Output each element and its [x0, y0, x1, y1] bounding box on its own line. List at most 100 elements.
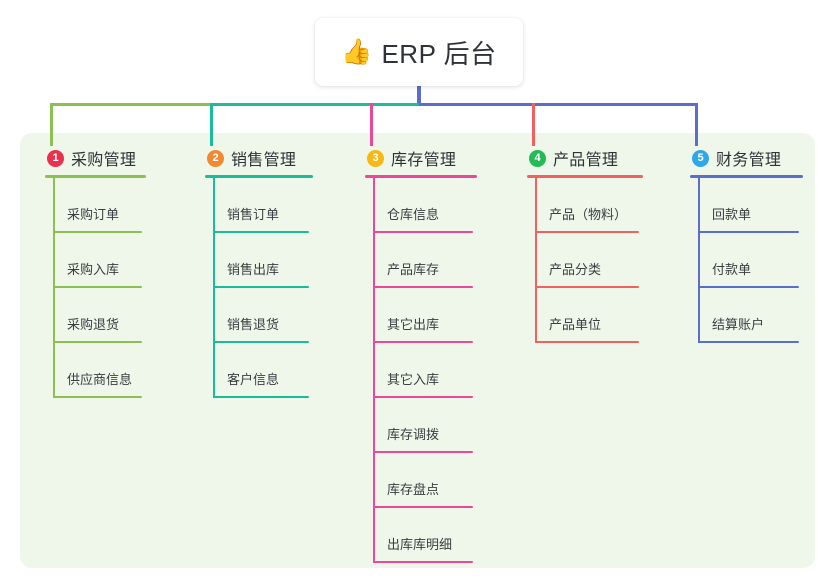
leaf-underline: [698, 286, 799, 288]
leaf-label: 库存盘点: [387, 482, 440, 497]
thumbs-up-icon: 👍: [341, 37, 373, 66]
leaf-node[interactable]: 采购退货: [53, 288, 146, 343]
root-drop-line: [417, 86, 421, 106]
branch-title: 产品管理: [553, 152, 619, 169]
branch-header-1[interactable]: 1 采购管理: [45, 146, 146, 170]
leaf-underline: [373, 396, 473, 398]
leaf-node[interactable]: 回款单: [698, 178, 803, 233]
root-node[interactable]: 👍 ERP 后台: [315, 18, 523, 86]
leaf-node[interactable]: 付款单: [698, 233, 803, 288]
leaf-node[interactable]: 库存调拨: [373, 398, 477, 453]
branch-number-badge: 3: [367, 149, 384, 167]
branch-number-badge: 5: [692, 149, 709, 167]
leaf-underline: [535, 286, 639, 288]
leaf-underline: [53, 396, 142, 398]
leaf-label: 产品（物料）: [549, 207, 628, 222]
leaf-underline: [373, 506, 473, 508]
branch-items: 回款单付款单结算账户: [698, 178, 803, 343]
leaf-node[interactable]: 销售出库: [213, 233, 313, 288]
leaf-underline: [373, 561, 473, 563]
leaf-node[interactable]: 产品分类: [535, 233, 643, 288]
leaf-underline: [373, 286, 473, 288]
branch-underline: [527, 175, 643, 178]
branch-number-badge: 1: [47, 149, 64, 167]
branch-stub-5: [695, 103, 698, 146]
branch-header-4[interactable]: 4 产品管理: [527, 146, 643, 170]
leaf-node[interactable]: 结算账户: [698, 288, 803, 343]
leaf-node[interactable]: 产品库存: [373, 233, 477, 288]
leaf-label: 结算账户: [712, 317, 765, 332]
leaf-underline: [373, 341, 473, 343]
leaf-label: 其它入库: [387, 372, 440, 387]
leaf-node[interactable]: 采购订单: [53, 178, 146, 233]
leaf-label: 销售出库: [227, 262, 280, 277]
leaf-node[interactable]: 采购入库: [53, 233, 146, 288]
leaf-underline: [535, 341, 639, 343]
connector-bar-segment-1: [50, 103, 212, 106]
leaf-label: 库存调拨: [387, 427, 440, 442]
leaf-node[interactable]: 库存盘点: [373, 453, 477, 508]
branch-column-3: 3 库存管理仓库信息产品库存其它出库其它入库库存调拨库存盘点出库库明细: [365, 146, 477, 563]
branch-items: 产品（物料） 产品分类产品单位: [535, 178, 643, 343]
leaf-underline: [213, 396, 309, 398]
branch-header-2[interactable]: 2 销售管理: [205, 146, 313, 170]
branch-spine: [53, 178, 55, 398]
leaf-node[interactable]: 其它入库: [373, 343, 477, 398]
leaf-label: 产品单位: [549, 317, 602, 332]
leaf-node[interactable]: 其它出库: [373, 288, 477, 343]
leaf-label: 销售订单: [227, 207, 280, 222]
leaf-underline: [373, 451, 473, 453]
leaf-label: 回款单: [712, 207, 752, 222]
branch-title: 销售管理: [231, 152, 297, 169]
branch-items: 销售订单销售出库销售退货客户信息: [213, 178, 313, 398]
branch-spine: [373, 178, 375, 563]
branch-spine: [213, 178, 215, 398]
leaf-label: 客户信息: [227, 372, 280, 387]
leaf-underline: [698, 341, 799, 343]
leaf-label: 出库库明细: [387, 537, 453, 552]
leaf-node[interactable]: 销售订单: [213, 178, 313, 233]
branch-column-2: 2 销售管理销售订单销售出库销售退货客户信息: [205, 146, 313, 398]
branch-stub-3: [370, 103, 373, 146]
branch-stub-1: [50, 103, 53, 146]
leaf-label: 产品分类: [549, 262, 602, 277]
root-title: ERP 后台: [381, 38, 497, 69]
leaf-label: 仓库信息: [387, 207, 440, 222]
branch-header-3[interactable]: 3 库存管理: [365, 146, 477, 170]
branch-stub-4: [532, 103, 535, 146]
leaf-label: 采购退货: [67, 317, 120, 332]
branch-stub-2: [210, 103, 213, 146]
branch-underline: [690, 175, 803, 178]
diagram-background-panel: [20, 133, 815, 568]
branch-title: 采购管理: [71, 152, 137, 169]
leaf-node[interactable]: 产品单位: [535, 288, 643, 343]
branch-title: 库存管理: [391, 152, 457, 169]
branch-number-badge: 2: [207, 149, 224, 167]
branch-underline: [205, 175, 313, 178]
leaf-node[interactable]: 产品（物料）: [535, 178, 643, 233]
leaf-label: 付款单: [712, 262, 752, 277]
branch-spine: [698, 178, 700, 343]
leaf-underline: [213, 341, 309, 343]
branch-column-4: 4 产品管理产品（物料） 产品分类产品单位: [527, 146, 643, 343]
leaf-node[interactable]: 客户信息: [213, 343, 313, 398]
branch-number-badge: 4: [529, 149, 546, 167]
leaf-node[interactable]: 销售退货: [213, 288, 313, 343]
branch-items: 采购订单采购入库采购退货供应商信息: [53, 178, 146, 398]
branch-underline: [45, 175, 146, 178]
leaf-label: 采购订单: [67, 207, 120, 222]
branch-underline: [365, 175, 477, 178]
leaf-node[interactable]: 仓库信息: [373, 178, 477, 233]
leaf-label: 产品库存: [387, 262, 440, 277]
leaf-node[interactable]: 供应商信息: [53, 343, 146, 398]
leaf-underline: [213, 231, 309, 233]
leaf-label: 销售退货: [227, 317, 280, 332]
leaf-underline: [373, 231, 473, 233]
leaf-node[interactable]: 出库库明细: [373, 508, 477, 563]
leaf-underline: [535, 231, 639, 233]
branch-spine: [535, 178, 537, 343]
leaf-underline: [53, 231, 142, 233]
leaf-label: 采购入库: [67, 262, 120, 277]
